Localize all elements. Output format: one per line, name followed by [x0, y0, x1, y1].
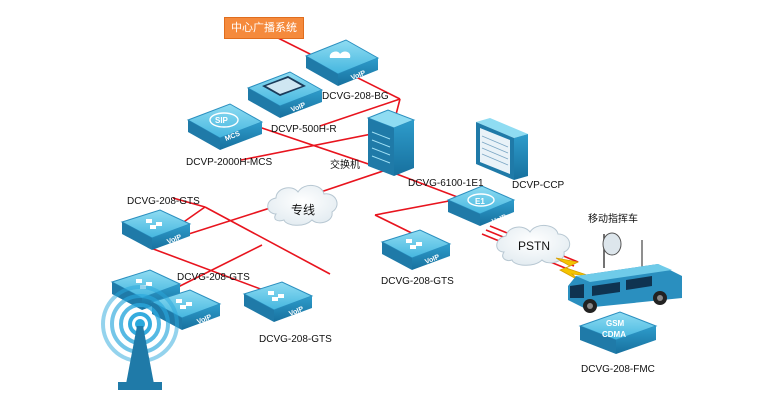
dcvg-208-gts-top-label: DCVG-208-GTS: [127, 196, 200, 207]
dcvg-208-fmc-label: DCVG-208-FMC: [581, 364, 655, 375]
dedicated-line-cloud: [267, 185, 338, 226]
e1-text: E1: [475, 197, 485, 206]
broadcast-system-badge: 中心广播系统: [224, 17, 304, 39]
pstn-label: PSTN: [518, 239, 550, 253]
dcvg-208-bg-device: [304, 39, 380, 86]
dcvg-208-bg-label: DCVG-208-BG: [322, 91, 389, 102]
dcvg-208-gts-right-device: [381, 229, 451, 271]
dcvp-500h-r-device: [246, 71, 324, 118]
dcvp-ccp-device: [476, 118, 528, 180]
switch-device: [366, 109, 416, 176]
antenna-tower-icon: [101, 285, 179, 390]
dcvp-2000h-mcs-device: [186, 103, 264, 150]
dcvg-208-gts-mid2-device: [151, 289, 221, 331]
dcvp-500h-r-label: DCVP-500H-R: [271, 124, 337, 135]
mobile-command-vehicle-icon: [568, 232, 682, 313]
dcvg-6100-1e1-label: DCVG-6100-1E1: [408, 178, 484, 189]
mobile-vehicle-label: 移动指挥车: [588, 214, 638, 225]
dcvg-6100-1e1-device: [446, 185, 516, 226]
gsm-text: GSM: [606, 319, 625, 328]
pstn-cloud: [496, 225, 571, 266]
dedicated-line-label: 专线: [291, 202, 315, 217]
dcvg-208-gts-bottom-device: [243, 281, 313, 323]
lightning-icon: [555, 257, 591, 283]
sip-text: SIP: [215, 116, 229, 125]
dcvp-2000h-mcs-label: DCVP-2000H-MCS: [186, 157, 273, 168]
dcvp-ccp-label: DCVP-CCP: [512, 180, 565, 191]
switch-label: 交换机: [330, 160, 360, 171]
dcvg-208-fmc-device: [578, 311, 658, 354]
dcvg-208-gts-top-device: [121, 209, 191, 251]
dcvg-208-gts-mid-label: DCVG-208-GTS: [177, 272, 250, 283]
cdma-text: CDMA: [602, 330, 626, 339]
dcvg-208-gts-bottom-label: DCVG-208-GTS: [259, 334, 332, 345]
dcvg-208-gts-right-label: DCVG-208-GTS: [381, 276, 454, 287]
voip-text: VoIP: [197, 139, 211, 150]
